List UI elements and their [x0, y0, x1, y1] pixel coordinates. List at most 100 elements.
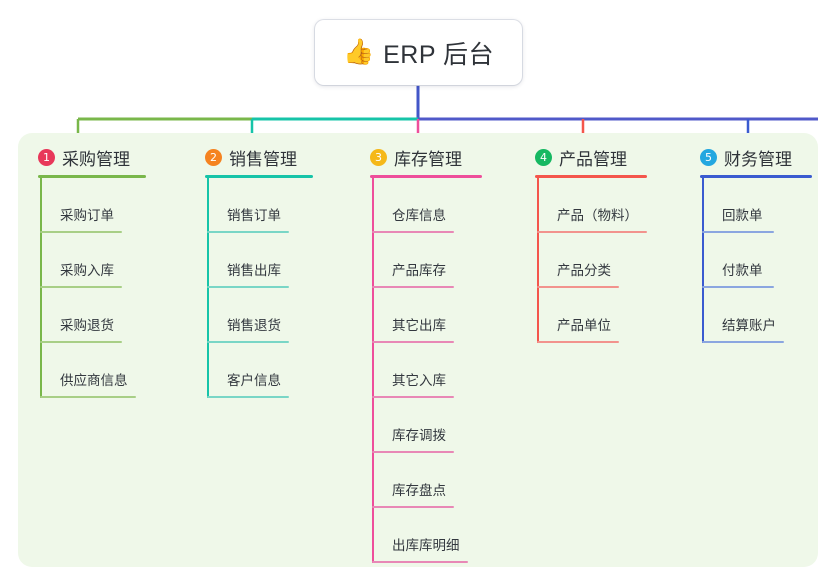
root-node-title: ERP 后台	[383, 40, 495, 69]
leaf-item[interactable]: 采购退货	[38, 288, 146, 343]
branch-spine	[537, 178, 539, 343]
leaf-rule	[207, 286, 289, 288]
leaf-label: 回款单	[722, 208, 763, 223]
leaf-rule	[207, 231, 289, 233]
leaf-rule	[537, 231, 647, 233]
leaf-item[interactable]: 产品分类	[535, 233, 647, 288]
leaf-label: 其它入库	[392, 373, 446, 388]
branch-column-5: 5 财务管理回款单付款单结算账户	[700, 145, 812, 343]
branch-header-3[interactable]: 3 库存管理	[370, 145, 482, 169]
leaf-label: 产品库存	[392, 263, 446, 278]
leaf-item[interactable]: 库存调拨	[370, 398, 482, 453]
leaf-rule	[702, 231, 774, 233]
branch-number-badge: 3	[370, 148, 387, 166]
branch-leaf-list: 产品（物料） 产品分类产品单位	[535, 178, 647, 343]
leaf-rule	[40, 231, 122, 233]
branch-header-rule	[700, 175, 812, 178]
leaf-rule	[537, 341, 619, 343]
leaf-item[interactable]: 其它出库	[370, 288, 482, 343]
branch-spine	[372, 178, 374, 563]
leaf-item[interactable]: 采购订单	[38, 178, 146, 233]
leaf-label: 采购退货	[60, 318, 114, 333]
leaf-item[interactable]: 仓库信息	[370, 178, 482, 233]
branch-spine	[40, 178, 42, 398]
leaf-item[interactable]: 出库库明细	[370, 508, 482, 563]
root-node[interactable]: 👍 ERP 后台	[315, 20, 522, 85]
leaf-item[interactable]: 客户信息	[205, 343, 313, 398]
branch-number-badge: 1	[38, 148, 55, 166]
branch-header-rule	[370, 175, 482, 178]
leaf-item[interactable]: 库存盘点	[370, 453, 482, 508]
branch-title: 库存管理	[394, 149, 462, 169]
leaf-rule	[40, 286, 122, 288]
leaf-item[interactable]: 产品（物料）	[535, 178, 647, 233]
leaf-item[interactable]: 供应商信息	[38, 343, 146, 398]
leaf-item[interactable]: 销售出库	[205, 233, 313, 288]
leaf-rule	[702, 286, 774, 288]
leaf-label: 产品（物料）	[557, 208, 638, 223]
leaf-rule	[372, 396, 454, 398]
branch-header-rule	[38, 175, 146, 178]
branch-header-5[interactable]: 5 财务管理	[700, 145, 812, 169]
leaf-item[interactable]: 产品单位	[535, 288, 647, 343]
leaf-rule	[537, 286, 619, 288]
leaf-label: 仓库信息	[392, 208, 446, 223]
leaf-rule	[372, 231, 454, 233]
leaf-label: 结算账户	[722, 318, 776, 333]
leaf-item[interactable]: 回款单	[700, 178, 812, 233]
branch-header-4[interactable]: 4 产品管理	[535, 145, 647, 169]
leaf-item[interactable]: 产品库存	[370, 233, 482, 288]
branch-spine	[207, 178, 209, 398]
leaf-rule	[372, 451, 454, 453]
leaf-label: 产品单位	[557, 318, 611, 333]
leaf-item[interactable]: 采购入库	[38, 233, 146, 288]
branch-title: 财务管理	[724, 149, 792, 169]
branch-number-badge: 5	[700, 148, 717, 166]
leaf-label: 库存盘点	[392, 483, 446, 498]
leaf-label: 销售退货	[227, 318, 281, 333]
branch-column-4: 4 产品管理产品（物料） 产品分类产品单位	[535, 145, 647, 343]
leaf-label: 库存调拨	[392, 428, 446, 443]
leaf-label: 供应商信息	[60, 373, 128, 388]
branch-header-2[interactable]: 2 销售管理	[205, 145, 313, 169]
branch-leaf-list: 回款单付款单结算账户	[700, 178, 812, 343]
branch-leaf-list: 销售订单销售出库销售退货客户信息	[205, 178, 313, 398]
leaf-label: 产品分类	[557, 263, 611, 278]
leaf-item[interactable]: 其它入库	[370, 343, 482, 398]
leaf-rule	[372, 506, 454, 508]
leaf-rule	[372, 561, 468, 563]
leaf-label: 其它出库	[392, 318, 446, 333]
leaf-label: 采购订单	[60, 208, 114, 223]
branch-title: 采购管理	[62, 149, 130, 169]
branch-header-1[interactable]: 1 采购管理	[38, 145, 146, 169]
leaf-rule	[40, 341, 122, 343]
leaf-rule	[372, 286, 454, 288]
thumbs-up-icon: 👍	[342, 38, 375, 66]
leaf-label: 采购入库	[60, 263, 114, 278]
leaf-item[interactable]: 销售订单	[205, 178, 313, 233]
leaf-rule	[207, 341, 289, 343]
branch-column-3: 3 库存管理仓库信息产品库存其它出库其它入库库存调拨库存盘点出库库明细	[370, 145, 482, 563]
branch-title: 产品管理	[559, 149, 627, 169]
leaf-rule	[207, 396, 289, 398]
branch-leaf-list: 采购订单采购入库采购退货供应商信息	[38, 178, 146, 398]
leaf-label: 销售出库	[227, 263, 281, 278]
branch-number-badge: 2	[205, 148, 222, 166]
leaf-item[interactable]: 付款单	[700, 233, 812, 288]
leaf-label: 客户信息	[227, 373, 281, 388]
branch-title: 销售管理	[229, 149, 297, 169]
branch-number-badge: 4	[535, 148, 552, 166]
branch-spine	[702, 178, 704, 343]
leaf-rule	[40, 396, 136, 398]
leaf-label: 付款单	[722, 263, 763, 278]
branch-column-1: 1 采购管理采购订单采购入库采购退货供应商信息	[38, 145, 146, 398]
leaf-item[interactable]: 结算账户	[700, 288, 812, 343]
branches-panel	[18, 133, 818, 567]
branch-header-rule	[205, 175, 313, 178]
leaf-rule	[702, 341, 784, 343]
branch-header-rule	[535, 175, 647, 178]
root-node-content: 👍 ERP 后台	[343, 35, 494, 71]
branch-leaf-list: 仓库信息产品库存其它出库其它入库库存调拨库存盘点出库库明细	[370, 178, 482, 563]
leaf-item[interactable]: 销售退货	[205, 288, 313, 343]
